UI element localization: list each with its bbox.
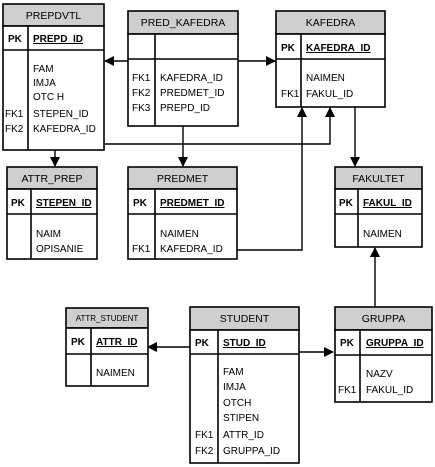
pk-tag: PK bbox=[340, 338, 355, 349]
attr: NAZV bbox=[366, 369, 393, 380]
rel-prepdvtl-kafedra bbox=[105, 107, 335, 145]
fk-tag: FK1 bbox=[132, 73, 151, 84]
entity-prepdvtl: PREPDVTL PK PREPD_ID FAM IMJA OTC H FK1 … bbox=[2, 3, 105, 151]
attr: NAIMEN bbox=[160, 229, 199, 240]
attr: STIPEN bbox=[223, 413, 259, 424]
pk-field: STEPEN_ID bbox=[36, 198, 92, 209]
pk-field: GRUPPA_ID bbox=[366, 338, 424, 349]
fk-field: ATTR_ID bbox=[223, 430, 264, 441]
fk-field: PREPD_ID bbox=[160, 103, 210, 114]
entity-kafedra: KAFEDRA PK KAFEDRA_ID NAIMEN FK1 FAKUL_I… bbox=[275, 10, 386, 108]
rel-predmet-kafedra bbox=[237, 107, 307, 251]
fk-field: FAKUL_ID bbox=[366, 385, 413, 396]
pk-field: ATTR_ID bbox=[96, 337, 137, 348]
fk-field: PREDMET_ID bbox=[160, 88, 224, 99]
relationships bbox=[50, 56, 380, 357]
entity-attr-student: ATTR_STUDENT PK ATTR_ID NAIMEN bbox=[65, 307, 149, 387]
entity-title: ATTR_STUDENT bbox=[76, 314, 139, 323]
fk-field: FAKUL_ID bbox=[306, 89, 353, 100]
attr: OTC H bbox=[33, 92, 64, 103]
fk-tag: FK1 bbox=[281, 89, 300, 100]
fk-tag: FK2 bbox=[132, 88, 151, 99]
entity-attr-prep: ATTR_PREP PK STEPEN_ID NAIM OPISANIE bbox=[6, 166, 98, 260]
fk-field: KAFEDRA_ID bbox=[33, 124, 96, 135]
entity-fakultet: FAKULTET PK FAKUL_ID NAIMEN bbox=[334, 166, 423, 248]
attr: IMJA bbox=[33, 78, 56, 89]
attr: NAIMEN bbox=[96, 368, 135, 379]
entity-predmet: PREDMET PK PREDMET_ID NAIMEN FK1 KAFEDRA… bbox=[127, 166, 238, 260]
entity-pred-kafedra: PRED_KAFEDRA FK1 KAFEDRA_ID FK2 PREDMET_… bbox=[127, 10, 239, 127]
fk-tag: FK1 bbox=[5, 109, 24, 120]
fk-tag: FK2 bbox=[5, 124, 24, 135]
fk-tag: FK3 bbox=[132, 103, 151, 114]
pk-field: STUD_ID bbox=[223, 338, 266, 349]
attr: IMJA bbox=[223, 382, 246, 393]
pk-field: FAKUL_ID bbox=[363, 198, 412, 209]
attr: FAM bbox=[33, 64, 54, 75]
attr: OPISANIE bbox=[36, 244, 84, 255]
entity-title: FAKULTET bbox=[352, 173, 405, 185]
entity-title: PRED_KAFEDRA bbox=[141, 17, 226, 29]
fk-field: KAFEDRA_ID bbox=[160, 244, 223, 255]
pk-field: PREDMET_ID bbox=[160, 198, 224, 209]
fk-tag: FK2 bbox=[195, 446, 214, 457]
pk-tag: PK bbox=[71, 337, 86, 348]
entity-title: KAFEDRA bbox=[306, 17, 356, 29]
attr: NAIM bbox=[36, 229, 61, 240]
pk-tag: PK bbox=[133, 198, 148, 209]
entity-title: PREPDVTL bbox=[26, 10, 82, 22]
fk-field: KAFEDRA_ID bbox=[160, 73, 223, 84]
fk-tag: FK1 bbox=[195, 430, 214, 441]
attr: OTCH bbox=[223, 398, 251, 409]
pk-tag: PK bbox=[281, 43, 296, 54]
pk-tag: PK bbox=[11, 198, 26, 209]
entity-student: STUDENT PK STUD_ID FAM IMJA OTCH STIPEN … bbox=[189, 306, 300, 464]
pk-field: KAFEDRA_ID bbox=[306, 43, 370, 54]
attr: FAM bbox=[223, 367, 244, 378]
fk-tag: FK1 bbox=[338, 385, 357, 396]
fk-tag: FK1 bbox=[132, 244, 151, 255]
pk-tag: PK bbox=[339, 198, 354, 209]
entity-title: ATTR_PREP bbox=[21, 173, 82, 185]
pk-field: PREPD_ID bbox=[33, 34, 83, 45]
attr: NAIMEN bbox=[306, 73, 345, 84]
fk-field: GRUPPA_ID bbox=[223, 446, 280, 457]
fk-field: STEPEN_ID bbox=[33, 109, 89, 120]
pk-tag: PK bbox=[8, 34, 23, 45]
entity-title: PREDMET bbox=[157, 173, 209, 185]
attr: NAIMEN bbox=[363, 229, 402, 240]
entity-gruppa: GRUPPA PK GRUPPA_ID NAZV FK1 FAKUL_ID bbox=[334, 306, 433, 403]
entity-title: STUDENT bbox=[220, 313, 270, 325]
entity-title: GRUPPA bbox=[362, 313, 406, 325]
pk-tag: PK bbox=[195, 338, 210, 349]
